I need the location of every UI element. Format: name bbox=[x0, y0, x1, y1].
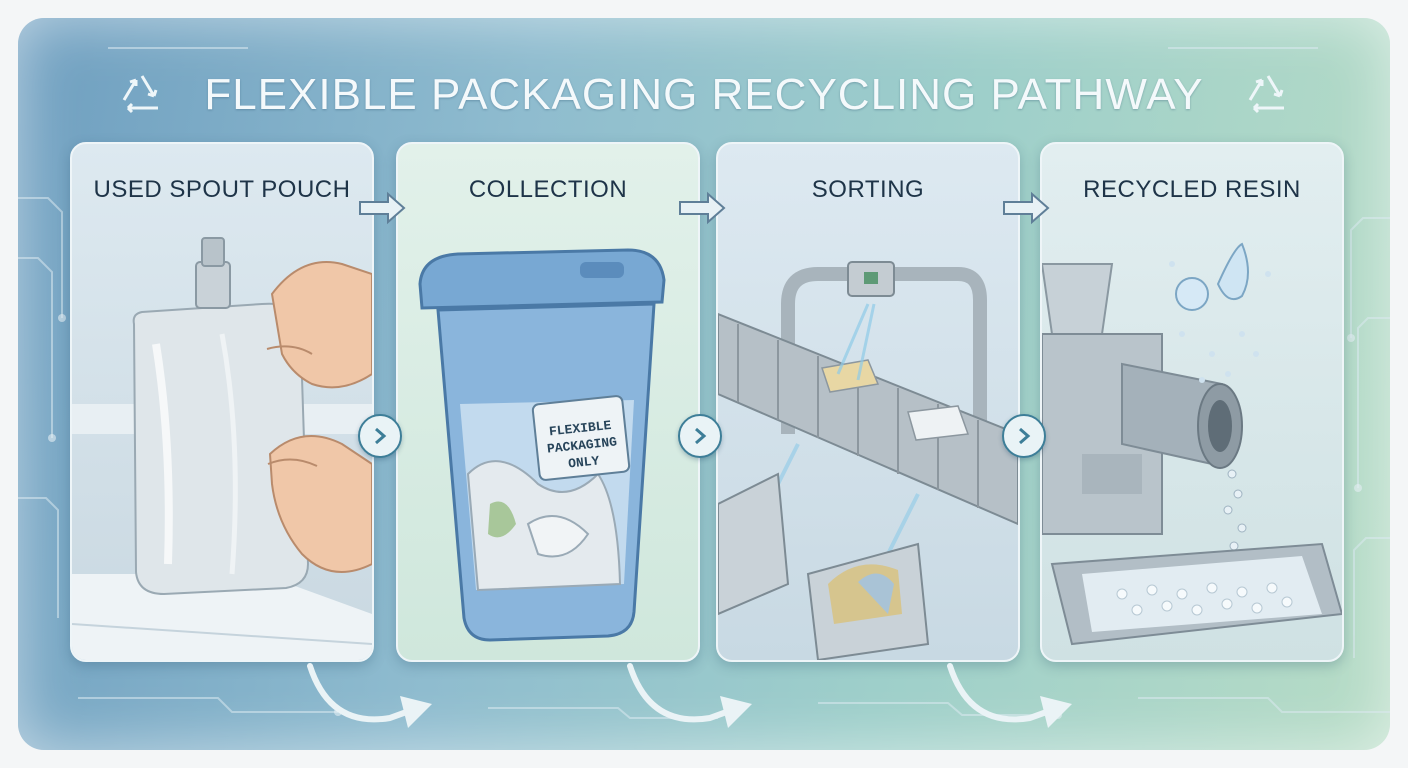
circuit-background bbox=[18, 47, 1390, 719]
next-step-chevron-3 bbox=[1002, 414, 1046, 458]
step-panel-recycled-resin: RECYCLED RESIN bbox=[1040, 142, 1344, 662]
chevron-right-icon bbox=[375, 427, 387, 445]
next-step-chevron-1 bbox=[358, 414, 402, 458]
next-step-chevron-2 bbox=[678, 414, 722, 458]
bin-sign: FLEXIBLE PACKAGING ONLY bbox=[538, 416, 627, 476]
recycling-bin-icon bbox=[418, 248, 666, 642]
step-panel-sorting: SORTING bbox=[716, 142, 1020, 662]
step-label-sorting: SORTING bbox=[811, 176, 925, 203]
recycle-icon-left bbox=[122, 75, 158, 114]
chevron-right-icon bbox=[695, 427, 707, 445]
diagram-canvas: FLEXIBLE PACKAGING RECYCLING PATHWAY bbox=[18, 18, 1390, 750]
chevron-right-icon bbox=[1019, 427, 1031, 445]
step-label-used-spout-pouch: USED SPOUT POUCH bbox=[93, 176, 351, 203]
curved-arrow-3 bbox=[947, 663, 1072, 728]
step-label-collection: COLLECTION bbox=[468, 176, 628, 203]
step-label-recycled-resin: RECYCLED RESIN bbox=[1083, 176, 1301, 203]
flow-arrow-2 bbox=[679, 191, 726, 225]
diagram-title: FLEXIBLE PACKAGING RECYCLING PATHWAY bbox=[204, 70, 1204, 119]
spout-pouch-icon bbox=[72, 237, 372, 660]
step-panel-collection: COLLECTION FLEXIBLE PACKAGING ONLY bbox=[396, 142, 700, 662]
resin-pellets-icon bbox=[1042, 242, 1342, 646]
curved-arrow-2 bbox=[627, 663, 752, 728]
curved-arrow-1 bbox=[307, 663, 432, 728]
conveyor-sorter-icon bbox=[718, 261, 1018, 660]
flow-arrow-3 bbox=[1003, 191, 1050, 225]
recycle-icon-right bbox=[1248, 75, 1284, 114]
step-panel-used-spout-pouch: USED SPOUT POUCH bbox=[70, 142, 374, 662]
flow-arrow-1 bbox=[359, 191, 406, 225]
